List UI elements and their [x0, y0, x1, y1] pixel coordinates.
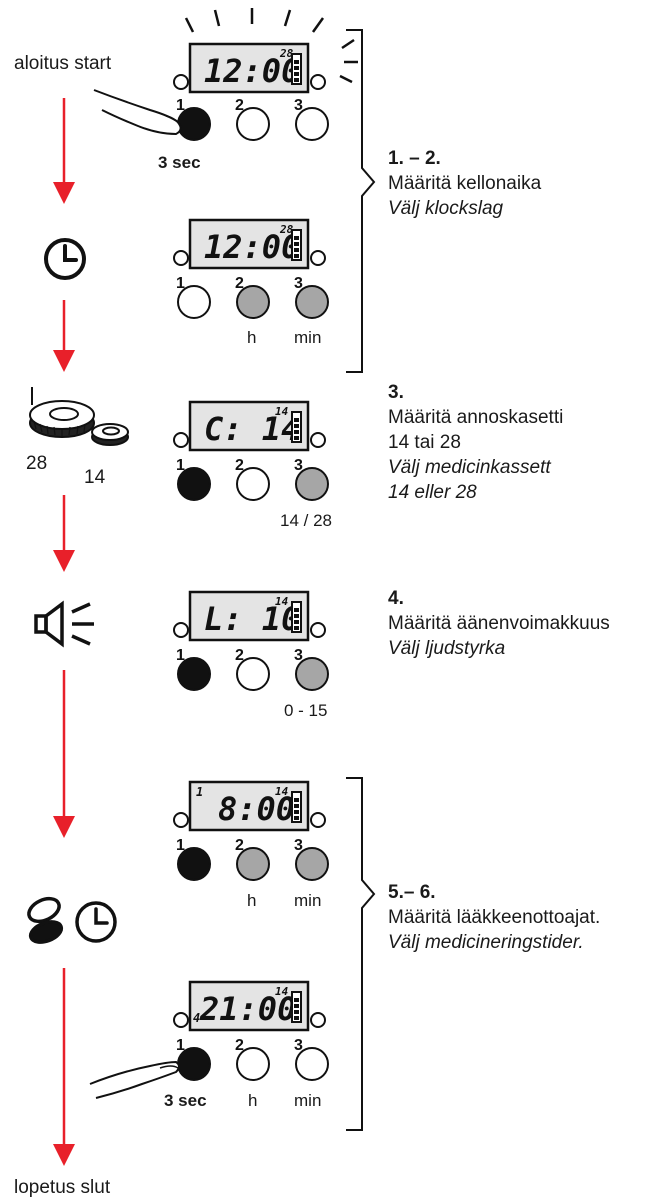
button-3	[295, 285, 329, 319]
button-1	[177, 467, 211, 501]
svg-text:1: 1	[176, 1037, 185, 1054]
button-1	[177, 657, 211, 691]
device-2: 12:00 28 1 2 3 h min	[173, 218, 329, 347]
flow-arrow-2	[53, 300, 75, 372]
svg-text:1: 1	[176, 457, 185, 474]
lcd-screen	[188, 42, 310, 94]
button-2	[236, 1047, 270, 1081]
end-label: lopetus slut	[14, 1177, 111, 1198]
svg-text:2: 2	[235, 97, 244, 114]
svg-text:2: 2	[235, 647, 244, 664]
clock-icon	[44, 238, 86, 280]
flow-arrow-3	[53, 495, 75, 572]
flow-arrow-5	[53, 968, 75, 1166]
svg-text:h: h	[247, 328, 256, 347]
svg-text:3: 3	[294, 275, 303, 292]
svg-text:1: 1	[176, 837, 185, 854]
button-3	[295, 657, 329, 691]
step-3: 3. Määritä annoskasetti 14 tai 28 Välj m…	[388, 382, 564, 503]
button-2	[236, 107, 270, 141]
bracket-steps-5-6	[346, 777, 376, 1131]
svg-text:14: 14	[275, 595, 289, 608]
start-label: aloitus start	[14, 53, 112, 74]
lcd-small: 28	[279, 47, 294, 60]
svg-text:12:00: 12:00	[204, 228, 300, 266]
svg-text:1: 1	[196, 785, 203, 799]
svg-text:C: 14: C: 14	[204, 410, 300, 448]
svg-text:1: 1	[176, 647, 185, 664]
svg-text:2: 2	[235, 837, 244, 854]
svg-text:21:00: 21:00	[199, 990, 296, 1028]
step-1-2: 1. – 2. Määritä kellonaika Välj klocksla…	[388, 148, 542, 219]
flow-arrow-4	[53, 670, 75, 838]
svg-text:14: 14	[275, 985, 289, 998]
button-2	[236, 657, 270, 691]
cassette-large-label: 28	[26, 453, 48, 474]
svg-text:28: 28	[279, 223, 294, 236]
bracket-steps-1-2	[346, 29, 376, 373]
lcd-time: 12:00	[204, 52, 300, 90]
svg-text:min: min	[294, 1091, 321, 1110]
brackets	[346, 29, 376, 1131]
button-2	[236, 285, 270, 319]
button-1	[177, 285, 211, 319]
button-1	[177, 847, 211, 881]
device-5: 1 8:00 14 1 2 3 h min	[173, 780, 329, 910]
button-2	[236, 467, 270, 501]
svg-text:3: 3	[294, 1037, 303, 1054]
svg-text:3: 3	[294, 647, 303, 664]
svg-text:2: 2	[235, 275, 244, 292]
svg-text:14: 14	[275, 785, 289, 798]
svg-text:14: 14	[275, 405, 289, 418]
svg-text:3: 3	[294, 457, 303, 474]
svg-text:h: h	[248, 1091, 257, 1110]
svg-text:1: 1	[176, 275, 185, 292]
svg-text:3: 3	[294, 837, 303, 854]
svg-text:min: min	[294, 891, 321, 910]
svg-text:14 / 28: 14 / 28	[280, 511, 332, 530]
button-2	[236, 847, 270, 881]
hand-icon	[89, 1060, 180, 1099]
svg-text:3: 3	[294, 97, 303, 114]
button-3	[295, 107, 329, 141]
step-4: 4. Määritä äänenvoimakkuus Välj ljudstyr…	[388, 588, 610, 659]
press-duration-2: 3 sec	[164, 1091, 207, 1110]
svg-text:2: 2	[235, 1037, 244, 1054]
svg-text:1: 1	[176, 97, 185, 114]
device-6: 4 21:00 14 1 2 3 3 sec h min	[89, 980, 329, 1110]
svg-text:8:00: 8:00	[218, 790, 295, 828]
button-3	[295, 467, 329, 501]
attention-burst	[184, 8, 358, 84]
hand-icon	[93, 89, 182, 136]
speaker-icon	[34, 600, 94, 648]
flow-arrow-1	[53, 98, 75, 204]
svg-text:4: 4	[193, 1011, 200, 1025]
cassette-small-label: 14	[84, 467, 106, 488]
press-duration-1: 3 sec	[158, 153, 201, 170]
svg-text:h: h	[247, 891, 256, 910]
svg-text:L: 10: L: 10	[204, 600, 300, 638]
button-3	[295, 847, 329, 881]
device-3: C: 14 14 1 2 3 14 / 28	[173, 400, 332, 530]
svg-text:2: 2	[235, 457, 244, 474]
svg-text:min: min	[294, 328, 321, 347]
pill-clock-icon	[27, 896, 117, 944]
step-5-6: 5.– 6. Määritä lääkkeenottoajat. Välj me…	[388, 882, 601, 953]
button-3	[295, 1047, 329, 1081]
cassette-icon	[29, 387, 129, 446]
device-1: 12:00 28 1 2 3 3 sec	[93, 8, 358, 170]
device-4: L: 10 14 1 2 3 0 - 15	[173, 590, 329, 720]
svg-text:0 - 15: 0 - 15	[284, 701, 327, 720]
